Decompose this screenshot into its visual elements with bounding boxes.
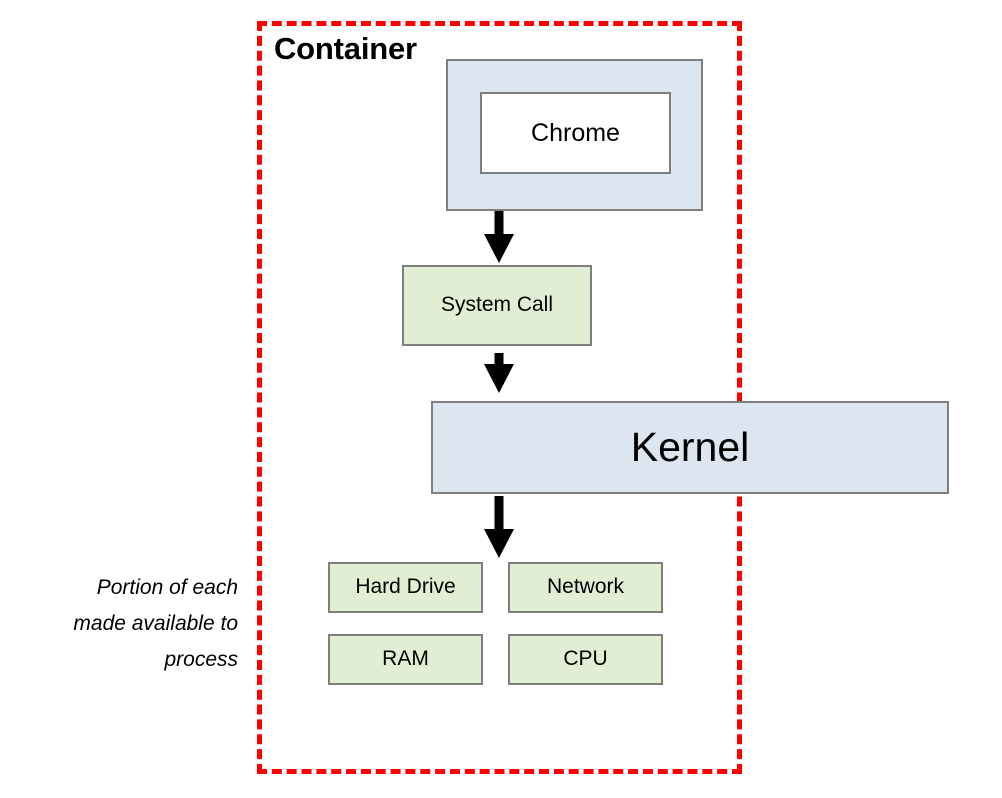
resource-label-hard-drive: Hard Drive (355, 575, 456, 599)
annotation-line-2: made available to (73, 612, 238, 636)
resource-label-ram: RAM (382, 647, 429, 671)
resource-box-ram: RAM (328, 634, 483, 685)
application-label: Chrome (531, 118, 620, 147)
kernel-box: Kernel (431, 401, 949, 494)
resource-box-hard-drive: Hard Drive (328, 562, 483, 613)
kernel-label: Kernel (630, 423, 750, 470)
resource-label-network: Network (546, 575, 625, 599)
container-title: Container (274, 31, 417, 66)
resource-box-network: Network (508, 562, 663, 613)
container-boundary (257, 21, 742, 774)
application-inner-box: Chrome (480, 92, 671, 174)
system-call-box: System Call (402, 265, 592, 346)
annotation-line-1: Portion of each (96, 576, 238, 599)
resource-box-cpu: CPU (508, 634, 663, 685)
system-call-label: System Call (440, 293, 554, 317)
annotation-line-3: process (164, 648, 238, 672)
annotation-portion-note: Portion of each made available to proces… (20, 570, 238, 678)
resource-label-cpu: CPU (563, 647, 608, 671)
